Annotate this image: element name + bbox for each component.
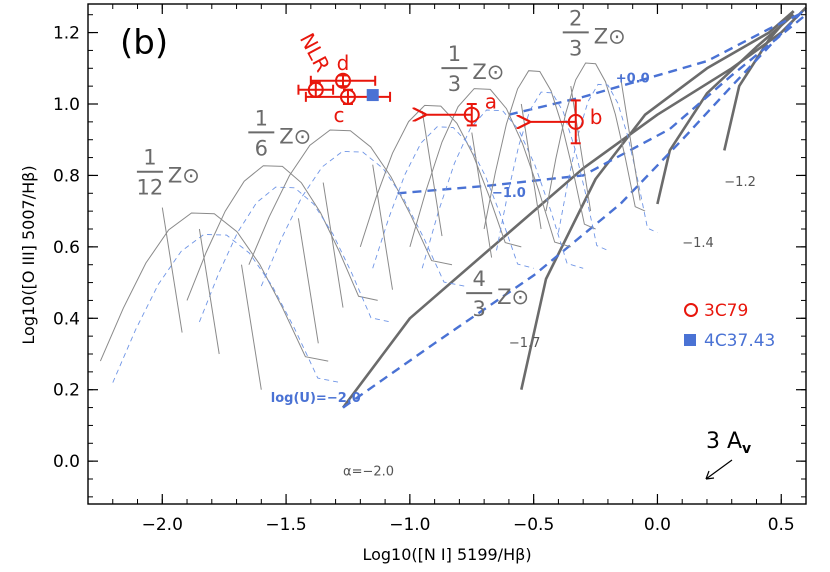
grid-line-alpha-thick bbox=[656, 13, 795, 205]
grid-spoke bbox=[570, 86, 592, 212]
grid-line-metallicity bbox=[409, 88, 571, 248]
y-tick-label: 0.6 bbox=[53, 238, 80, 258]
plot-frame bbox=[87, 3, 807, 505]
grid-line-metallicity bbox=[545, 62, 646, 212]
legend-marker-4c37-43 bbox=[684, 334, 696, 346]
grid-line-logu-thick bbox=[342, 6, 807, 409]
metallicity-label-unit: Z⊙ bbox=[472, 60, 504, 84]
extinction-arrow-label: 3 Av bbox=[706, 429, 751, 457]
grid-line-alpha-thick bbox=[341, 6, 807, 409]
grid-line-metallicity-dashed bbox=[421, 109, 584, 269]
grid-spoke bbox=[297, 218, 319, 344]
y-tick-label: 0.0 bbox=[53, 452, 80, 472]
y-axis-label: Log10([O III] 5007/Hβ) bbox=[19, 165, 38, 344]
extinction-arrow-line bbox=[705, 459, 733, 480]
grid-line-metallicity bbox=[248, 129, 453, 266]
grid-spoke bbox=[241, 264, 262, 390]
x-tick-label: −1.0 bbox=[389, 515, 430, 535]
point-3c79 bbox=[335, 72, 352, 89]
grid-line-metallicity bbox=[99, 212, 329, 362]
label-point-c: c bbox=[333, 103, 344, 127]
grid-line-alpha-thick bbox=[520, 10, 795, 390]
grid-line-metallicity-dashed bbox=[260, 150, 465, 287]
x-tick-label: −2.0 bbox=[142, 515, 183, 535]
grid-line-metallicity-dashed bbox=[496, 91, 609, 251]
point-3c79 bbox=[567, 113, 584, 130]
y-tick-label: 0.8 bbox=[53, 166, 80, 186]
metallicity-label-numerator: 4 bbox=[472, 267, 485, 291]
legend-marker-3c79 bbox=[684, 303, 698, 317]
metallicity-label-unit: Z⊙ bbox=[594, 24, 626, 48]
panel-label: (b) bbox=[120, 23, 168, 63]
photoionization-grid bbox=[99, 6, 807, 409]
metallicity-label-unit: Z⊙ bbox=[168, 164, 200, 188]
metallicity-label-denominator: 6 bbox=[255, 136, 268, 160]
grid-line-alpha-thick bbox=[723, 10, 795, 151]
grid-line-logu-thick bbox=[397, 13, 807, 195]
metallicity-label-denominator: 3 bbox=[448, 72, 461, 96]
alpha-grid-label: −1.7 bbox=[509, 336, 541, 351]
grid-spoke bbox=[619, 75, 641, 201]
y-tick-label: 0.4 bbox=[53, 309, 80, 329]
x-tick-label: 0.0 bbox=[644, 515, 671, 535]
label-point-b: b bbox=[590, 105, 603, 129]
x-axis-label: Log10([N I] 5199/Hβ) bbox=[362, 545, 531, 564]
grid-spoke bbox=[322, 182, 344, 308]
metallicity-label-unit: Z⊙ bbox=[279, 124, 311, 148]
grid-line-metallicity bbox=[483, 70, 596, 230]
x-tick-label: 0.5 bbox=[768, 515, 795, 535]
extinction-arrow: 3 Av bbox=[705, 429, 751, 480]
grid-line-metallicity-dashed bbox=[198, 186, 391, 323]
grid-line-metallicity bbox=[359, 104, 522, 248]
x-axis-ticks: −2.0 −1.5 −1.0 −0.5 0.0 0.5 bbox=[112, 4, 795, 535]
metallicity-label-denominator: 12 bbox=[137, 176, 164, 200]
grid-spoke bbox=[161, 207, 183, 333]
alpha-grid-label: −1.2 bbox=[724, 175, 756, 190]
logu-grid-label: log(U)=−2.0 bbox=[271, 391, 361, 406]
y-tick-label: 1.2 bbox=[53, 24, 80, 44]
metallicity-label-numerator: 1 bbox=[448, 42, 461, 66]
legend: 3C79 4C37.43 bbox=[684, 301, 775, 351]
label-nlr: NLR bbox=[295, 29, 335, 76]
x-tick-label: −1.5 bbox=[265, 515, 306, 535]
metallicity-label-unit: Z⊙ bbox=[497, 285, 529, 309]
y-tick-label: 1.0 bbox=[53, 95, 80, 115]
legend-label-3c79: 3C79 bbox=[704, 301, 748, 321]
logu-grid-label: +0.0 bbox=[616, 72, 650, 87]
x-tick-label: −0.5 bbox=[513, 515, 554, 535]
metallicity-label-denominator: 3 bbox=[569, 36, 582, 60]
alpha-grid-label: α=−2.0 bbox=[343, 464, 394, 479]
grid-spoke bbox=[471, 132, 493, 258]
alpha-grid-label: −1.4 bbox=[682, 236, 714, 251]
logu-grid-label: −1.0 bbox=[492, 186, 526, 201]
metallicity-label-numerator: 1 bbox=[143, 146, 156, 170]
metallicity-label-denominator: 3 bbox=[472, 297, 485, 321]
metallicity-label-numerator: 1 bbox=[255, 106, 268, 130]
point-4c37-43 bbox=[366, 89, 379, 102]
grid-spoke bbox=[198, 228, 220, 355]
point-3c79 bbox=[339, 88, 356, 105]
grid-spoke bbox=[421, 111, 443, 237]
extinction-arrow-head bbox=[705, 470, 715, 480]
point-3c79 bbox=[463, 106, 480, 123]
grid-line-metallicity-dashed bbox=[372, 126, 534, 269]
grid-line-metallicity-dashed bbox=[112, 233, 341, 384]
metallicity-label-numerator: 2 bbox=[569, 6, 582, 30]
grid-line-metallicity bbox=[186, 165, 378, 301]
legend-label-4c37-43: 4C37.43 bbox=[704, 331, 775, 351]
grid-line-metallicity-dashed bbox=[557, 83, 658, 234]
grid-spoke bbox=[372, 164, 393, 290]
y-tick-label: 0.2 bbox=[53, 381, 80, 401]
label-point-d: d bbox=[337, 51, 350, 75]
y-axis-ticks: 0.0 0.2 0.4 0.6 0.8 1.0 1.2 bbox=[53, 14, 806, 498]
label-point-a: a bbox=[485, 90, 497, 114]
